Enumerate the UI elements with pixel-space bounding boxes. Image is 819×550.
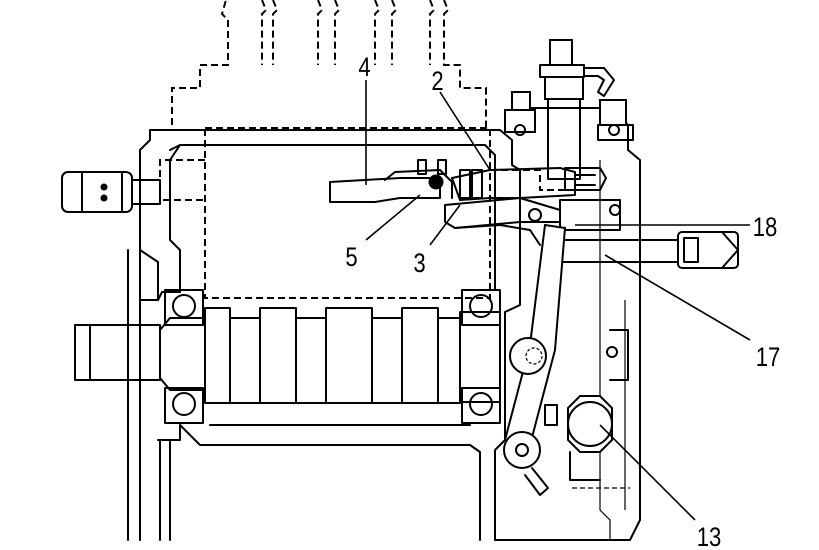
pump-housing: [127, 107, 641, 541]
camshaft: [74, 289, 501, 424]
callout-5: 5: [345, 243, 357, 273]
governor-top: [504, 39, 634, 231]
callout-13: 13: [697, 523, 722, 550]
leader-lines: [365, 80, 751, 521]
dashed-upper-housing: [159, 0, 600, 299]
callout-3: 3: [413, 249, 425, 279]
callout-4: 4: [358, 53, 370, 83]
callout-2: 2: [431, 67, 443, 97]
callout-18: 18: [753, 213, 778, 243]
right-shaft: [544, 231, 739, 269]
plug-13: [544, 395, 630, 489]
callout-17: 17: [756, 343, 781, 373]
governor-lever: [503, 223, 567, 496]
left-plug: [61, 171, 161, 213]
